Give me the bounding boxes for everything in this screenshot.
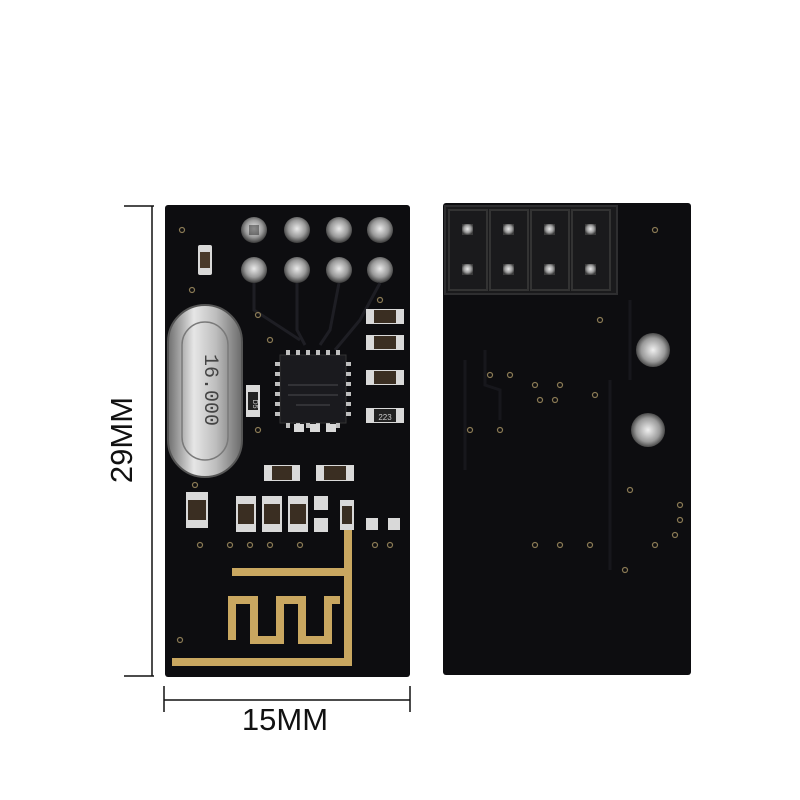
traces — [252, 282, 382, 351]
pcb-back — [443, 203, 691, 675]
header-back — [444, 205, 618, 295]
smd-components-middle — [186, 465, 400, 532]
mounting-hole-2 — [631, 413, 665, 447]
width-dimension — [163, 686, 411, 712]
component-label-d5: D5 — [251, 400, 258, 409]
pcb-antenna — [172, 530, 352, 666]
pcb-front: 16.000 — [165, 205, 410, 677]
back-traces — [463, 300, 632, 570]
mounting-hole-1 — [636, 333, 670, 367]
height-label: 29MM — [104, 396, 139, 484]
width-label: 15MM — [241, 702, 329, 737]
vias-front — [176, 226, 394, 644]
vias-back — [466, 226, 684, 574]
component-label-223: 223 — [378, 413, 392, 422]
smd-components-right: 223 D5 — [246, 309, 404, 432]
crystal-oscillator: 16.000 — [167, 304, 243, 478]
height-dimension — [124, 205, 154, 677]
header-pins-front — [241, 217, 393, 283]
crystal-marking: 16.000 — [198, 354, 221, 426]
rf-chip — [275, 350, 351, 428]
